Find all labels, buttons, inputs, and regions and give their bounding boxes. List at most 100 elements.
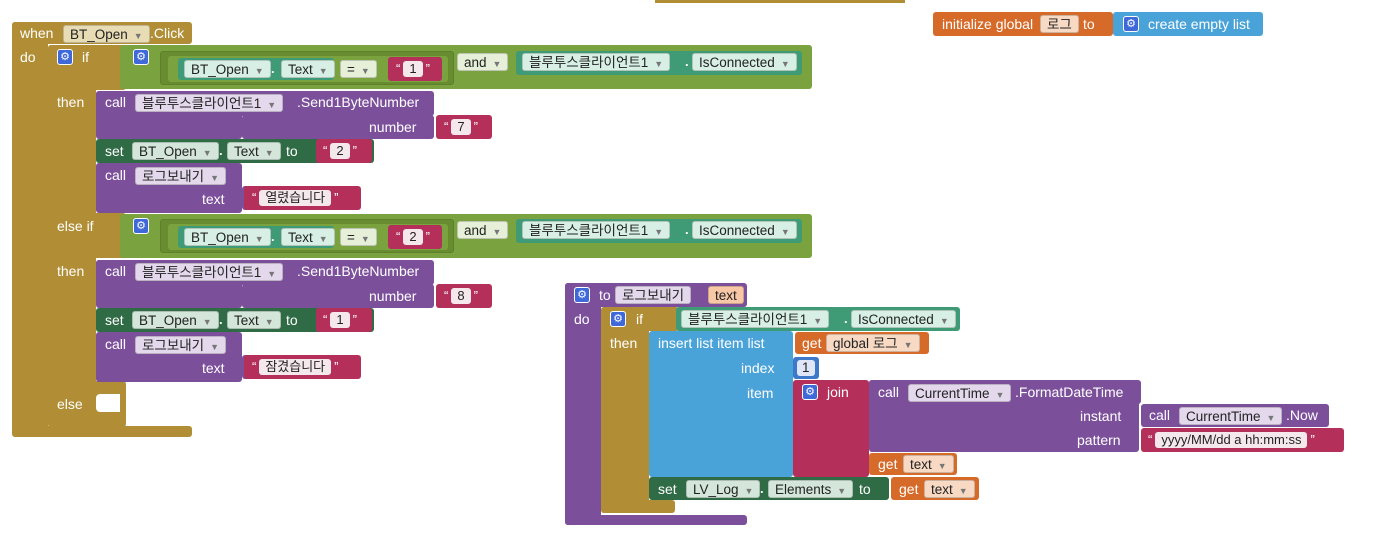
and-label: and [464,223,487,238]
event-component-dropdown[interactable]: BT_Open▼ [63,25,150,43]
gear-icon[interactable]: ⚙ [133,49,149,65]
then2-client-dropdown[interactable]: 블루투스클라이언트1▼ [135,263,284,281]
cond2-operator-dropdown[interactable]: =▼ [340,228,377,246]
then2-text-string[interactable]: “잠겼습니다” [252,359,339,375]
proc-param-field[interactable]: text [708,286,744,304]
global-name-field[interactable]: 로그 [1040,15,1079,33]
get-text-dropdown-2[interactable]: text▼ [924,480,975,498]
cond2-string-value[interactable]: “2” [396,229,430,245]
cond1-prop-dropdown[interactable]: Text▼ [281,60,335,78]
dot-separator: . [271,229,275,244]
then1-text-string[interactable]: “열렸습니다” [252,190,339,206]
then1-set-component-dropdown[interactable]: BT_Open▼ [132,142,219,160]
then2-set-prop-label: Text [234,313,259,328]
and-dropdown[interactable]: and▼ [457,221,509,239]
cond2-component-dropdown[interactable]: BT_Open▼ [184,228,271,246]
then1-number-string[interactable]: “7” [444,119,478,135]
cond1-operator-dropdown[interactable]: =▼ [340,60,377,78]
set-lv-prop-dropdown[interactable]: Elements▼ [768,480,854,498]
global-name-label: 로그 [1047,17,1072,32]
chevron-down-icon: ▼ [318,234,328,244]
cond1-client-prop-label: IsConnected [699,55,775,70]
get-text-value-2: text [931,482,953,497]
gear-icon[interactable]: ⚙ [574,287,590,303]
proc-if-label: if [636,311,643,327]
pattern-value: yyyy/MM/dd a hh:mm:ss [1155,432,1308,448]
then2-proc-dropdown[interactable]: 로그보내기▼ [135,336,227,354]
and-dropdown[interactable]: and▼ [457,53,509,71]
chevron-down-icon: ▼ [780,59,790,69]
gear-icon[interactable]: ⚙ [1123,16,1139,32]
then2-number-value: 8 [451,288,471,304]
dot-separator: . [760,481,764,496]
index-value[interactable]: 1 [797,360,815,376]
gear-icon[interactable]: ⚙ [610,311,626,327]
chevron-down-icon: ▼ [264,148,274,158]
cond1-prop-label: Text [288,62,313,77]
else-if-label: else if [57,218,94,234]
index-label: index [741,360,775,376]
else-label: else [57,396,83,412]
then1-number-value: 7 [451,119,471,135]
dot-separator: . [219,143,223,158]
proc-name-field[interactable]: 로그보내기 [615,286,692,304]
cond2-client-dropdown[interactable]: 블루투스클라이언트1▼ [522,221,671,239]
then1-text-value: 열렸습니다 [259,190,332,206]
item-label: item [747,385,774,401]
get-text-dropdown[interactable]: text▼ [903,455,954,473]
chevron-down-icon: ▼ [267,269,277,279]
proc-do-label: do [574,311,590,327]
gear-icon[interactable]: ⚙ [802,384,818,400]
partial-block-edge[interactable] [655,0,905,3]
cond1-client-prop-dropdown[interactable]: IsConnected ▼ [692,53,797,71]
text-arg-label: text [202,191,225,207]
cond2-operator-label: = [347,230,355,245]
then1-set-value: 2 [330,143,350,159]
gear-icon[interactable]: ⚙ [133,218,149,234]
chevron-down-icon: ▼ [813,316,823,326]
event-component-label: BT_Open [70,27,128,42]
then2-set-string[interactable]: “1” [323,312,357,328]
cond2-client-label: 블루투스클라이언트1 [529,223,649,238]
set-label: set [105,312,124,328]
get-global-dropdown[interactable]: global 로그▼ [826,334,920,352]
chevron-down-icon: ▼ [210,173,220,183]
set-lv-component-dropdown[interactable]: LV_Log▼ [686,480,761,498]
then2-set-component-dropdown[interactable]: BT_Open▼ [132,311,219,329]
format-clock-dropdown[interactable]: CurrentTime▼ [908,384,1012,402]
chevron-down-icon: ▼ [202,317,212,327]
cond2-prop-dropdown[interactable]: Text▼ [281,228,335,246]
proc-client-dropdown[interactable]: 블루투스클라이언트1 ▼ [681,310,830,328]
set-lv-to-label: to [859,481,871,497]
then1-client-dropdown[interactable]: 블루투스클라이언트1▼ [135,94,284,112]
cond1-client-dropdown[interactable]: 블루투스클라이언트1▼ [522,53,671,71]
event-name-label: .Click [150,25,185,41]
send-method-label: .Send1ByteNumber [297,263,420,279]
pattern-string[interactable]: “yyyy/MM/dd a hh:mm:ss” [1148,432,1315,448]
call-label: call [105,263,127,279]
gear-icon[interactable]: ⚙ [57,49,73,65]
initialize-global-label: initialize global [942,16,1034,32]
chevron-down-icon: ▼ [360,234,370,244]
chevron-down-icon: ▼ [1266,413,1276,423]
proc-client-label: 블루투스클라이언트1 [688,312,808,327]
now-clock-dropdown[interactable]: CurrentTime▼ [1179,407,1283,425]
proc-to-label: to [599,287,611,303]
cond1-component-dropdown[interactable]: BT_Open▼ [184,60,271,78]
then1-set-prop-dropdown[interactable]: Text▼ [227,142,281,160]
number-label: number [369,288,417,304]
then1-set-string[interactable]: “2” [323,143,357,159]
proc-client-prop-dropdown[interactable]: IsConnected▼ [851,310,956,328]
number-label: number [369,119,417,135]
get-global-label: global 로그 [833,336,898,351]
proc-call-label: call [105,167,127,183]
cond2-client-prop-dropdown[interactable]: IsConnected▼ [692,221,797,239]
cond2-client-prop-label: IsConnected [699,223,775,238]
cond1-string-value[interactable]: “1” [396,61,430,77]
then1-proc-dropdown[interactable]: 로그보내기▼ [135,167,227,185]
then2-number-string[interactable]: “8” [444,288,478,304]
then-label-1: then [57,94,85,110]
and-label: and [464,55,487,70]
chevron-down-icon: ▼ [937,461,947,471]
then2-set-prop-dropdown[interactable]: Text▼ [227,311,281,329]
